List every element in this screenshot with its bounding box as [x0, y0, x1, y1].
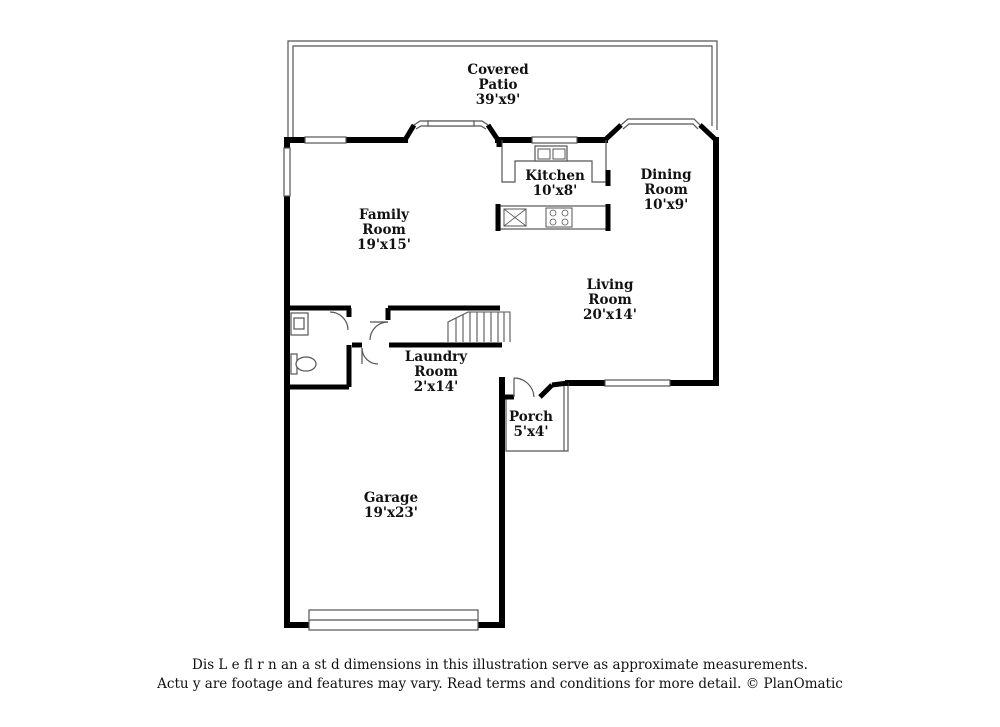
kitchen-dims: 10'x8' [532, 183, 578, 199]
living-room-dims: 20'x14' [583, 307, 637, 323]
laundry-room-dims: 2'x14' [413, 379, 459, 395]
family-room-name-2: Room [362, 222, 406, 238]
dining-room-label: Dining Room 10'x9' [616, 168, 716, 213]
staircase [447, 311, 511, 342]
covered-patio-name-2: Patio [478, 77, 518, 93]
garage-dims: 19'x23' [364, 505, 418, 521]
disclaimer-line-2: Actu y are footage and features may vary… [157, 676, 843, 692]
garage-name: Garage [363, 490, 419, 506]
toilet-icon [295, 356, 317, 372]
porch-dims: 5'x4' [513, 424, 549, 440]
dining-room-name-1: Dining [640, 167, 692, 183]
stove-icon [545, 207, 573, 228]
sink-icon [534, 145, 568, 162]
windows [283, 120, 671, 631]
family-room-name-1: Family [359, 207, 409, 223]
bathroom-fixtures [290, 311, 349, 375]
door-swing-bath [329, 311, 349, 331]
laundry-room-name-1: Laundry [404, 349, 468, 365]
dishwasher-icon [503, 208, 527, 227]
covered-patio-label: Covered Patio 39'x9' [448, 63, 548, 108]
covered-patio-dims: 39'x9' [475, 92, 521, 108]
garage-label: Garage 19'x23' [341, 491, 441, 521]
dining-room-name-2: Room [644, 182, 688, 198]
laundry-room-name-2: Room [414, 364, 458, 380]
disclaimer-text: Dis L e fl r n an a st d dimensions in t… [0, 656, 1000, 694]
exterior-walls [284, 137, 719, 628]
disclaimer-line-1: Dis L e fl r n an a st d dimensions in t… [192, 657, 808, 673]
porch-label: Porch 5'x4' [501, 410, 561, 440]
kitchen-fixtures [495, 140, 611, 231]
interior-walls [287, 305, 502, 390]
family-room-dims: 19'x15' [357, 237, 411, 253]
laundry-door [361, 321, 389, 365]
dining-room-dims: 10'x9' [643, 197, 689, 213]
living-room-name-1: Living [586, 277, 634, 293]
covered-patio-outline [287, 40, 718, 140]
kitchen-label: Kitchen 10'x8' [505, 169, 605, 199]
family-room-label: Family Room 19'x15' [334, 208, 434, 253]
living-room-name-2: Room [588, 292, 632, 308]
bay-window-walls [402, 123, 718, 142]
laundry-room-label: Laundry Room 2'x14' [386, 350, 486, 395]
front-door-swing [513, 377, 535, 398]
living-room-label: Living Room 20'x14' [560, 278, 660, 323]
covered-patio-name-1: Covered [467, 62, 529, 78]
porch [502, 377, 569, 452]
kitchen-name: Kitchen [525, 168, 585, 184]
porch-name: Porch [509, 409, 553, 425]
